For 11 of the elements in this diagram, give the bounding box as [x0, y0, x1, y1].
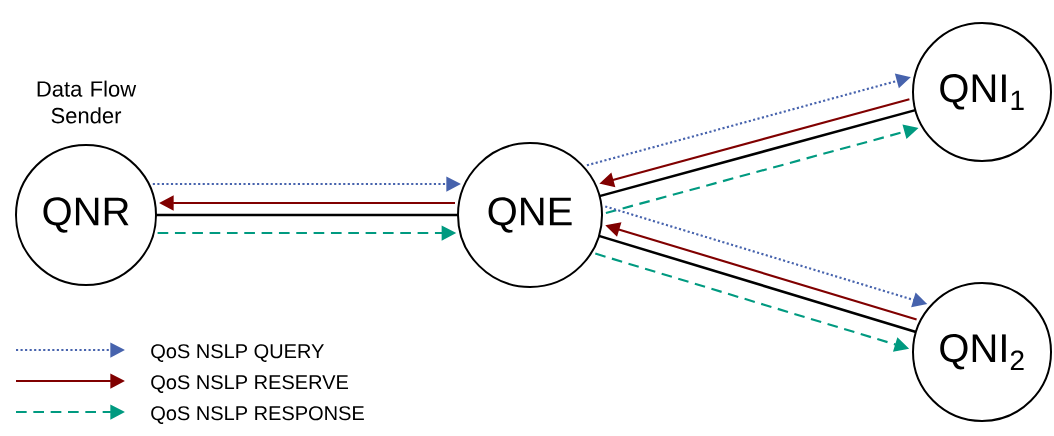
circle-node: QNE [457, 142, 603, 288]
circle-node: QNI$_{2}$ [912, 282, 1052, 422]
legend-label: QoS NSLP RESPONSE [151, 406, 364, 424]
link-line [598, 234, 917, 334]
legend-label: QoS NSLP RESERVE [151, 375, 348, 393]
node-caption: Data Flow Sender [37, 80, 137, 124]
circle-node: QNR [15, 144, 157, 286]
circle-node: QNI$_{1}$ [912, 22, 1052, 162]
link-line [599, 108, 916, 198]
link-line [156, 213, 458, 217]
legend-label: QoS NSLP QUERY [151, 344, 324, 362]
